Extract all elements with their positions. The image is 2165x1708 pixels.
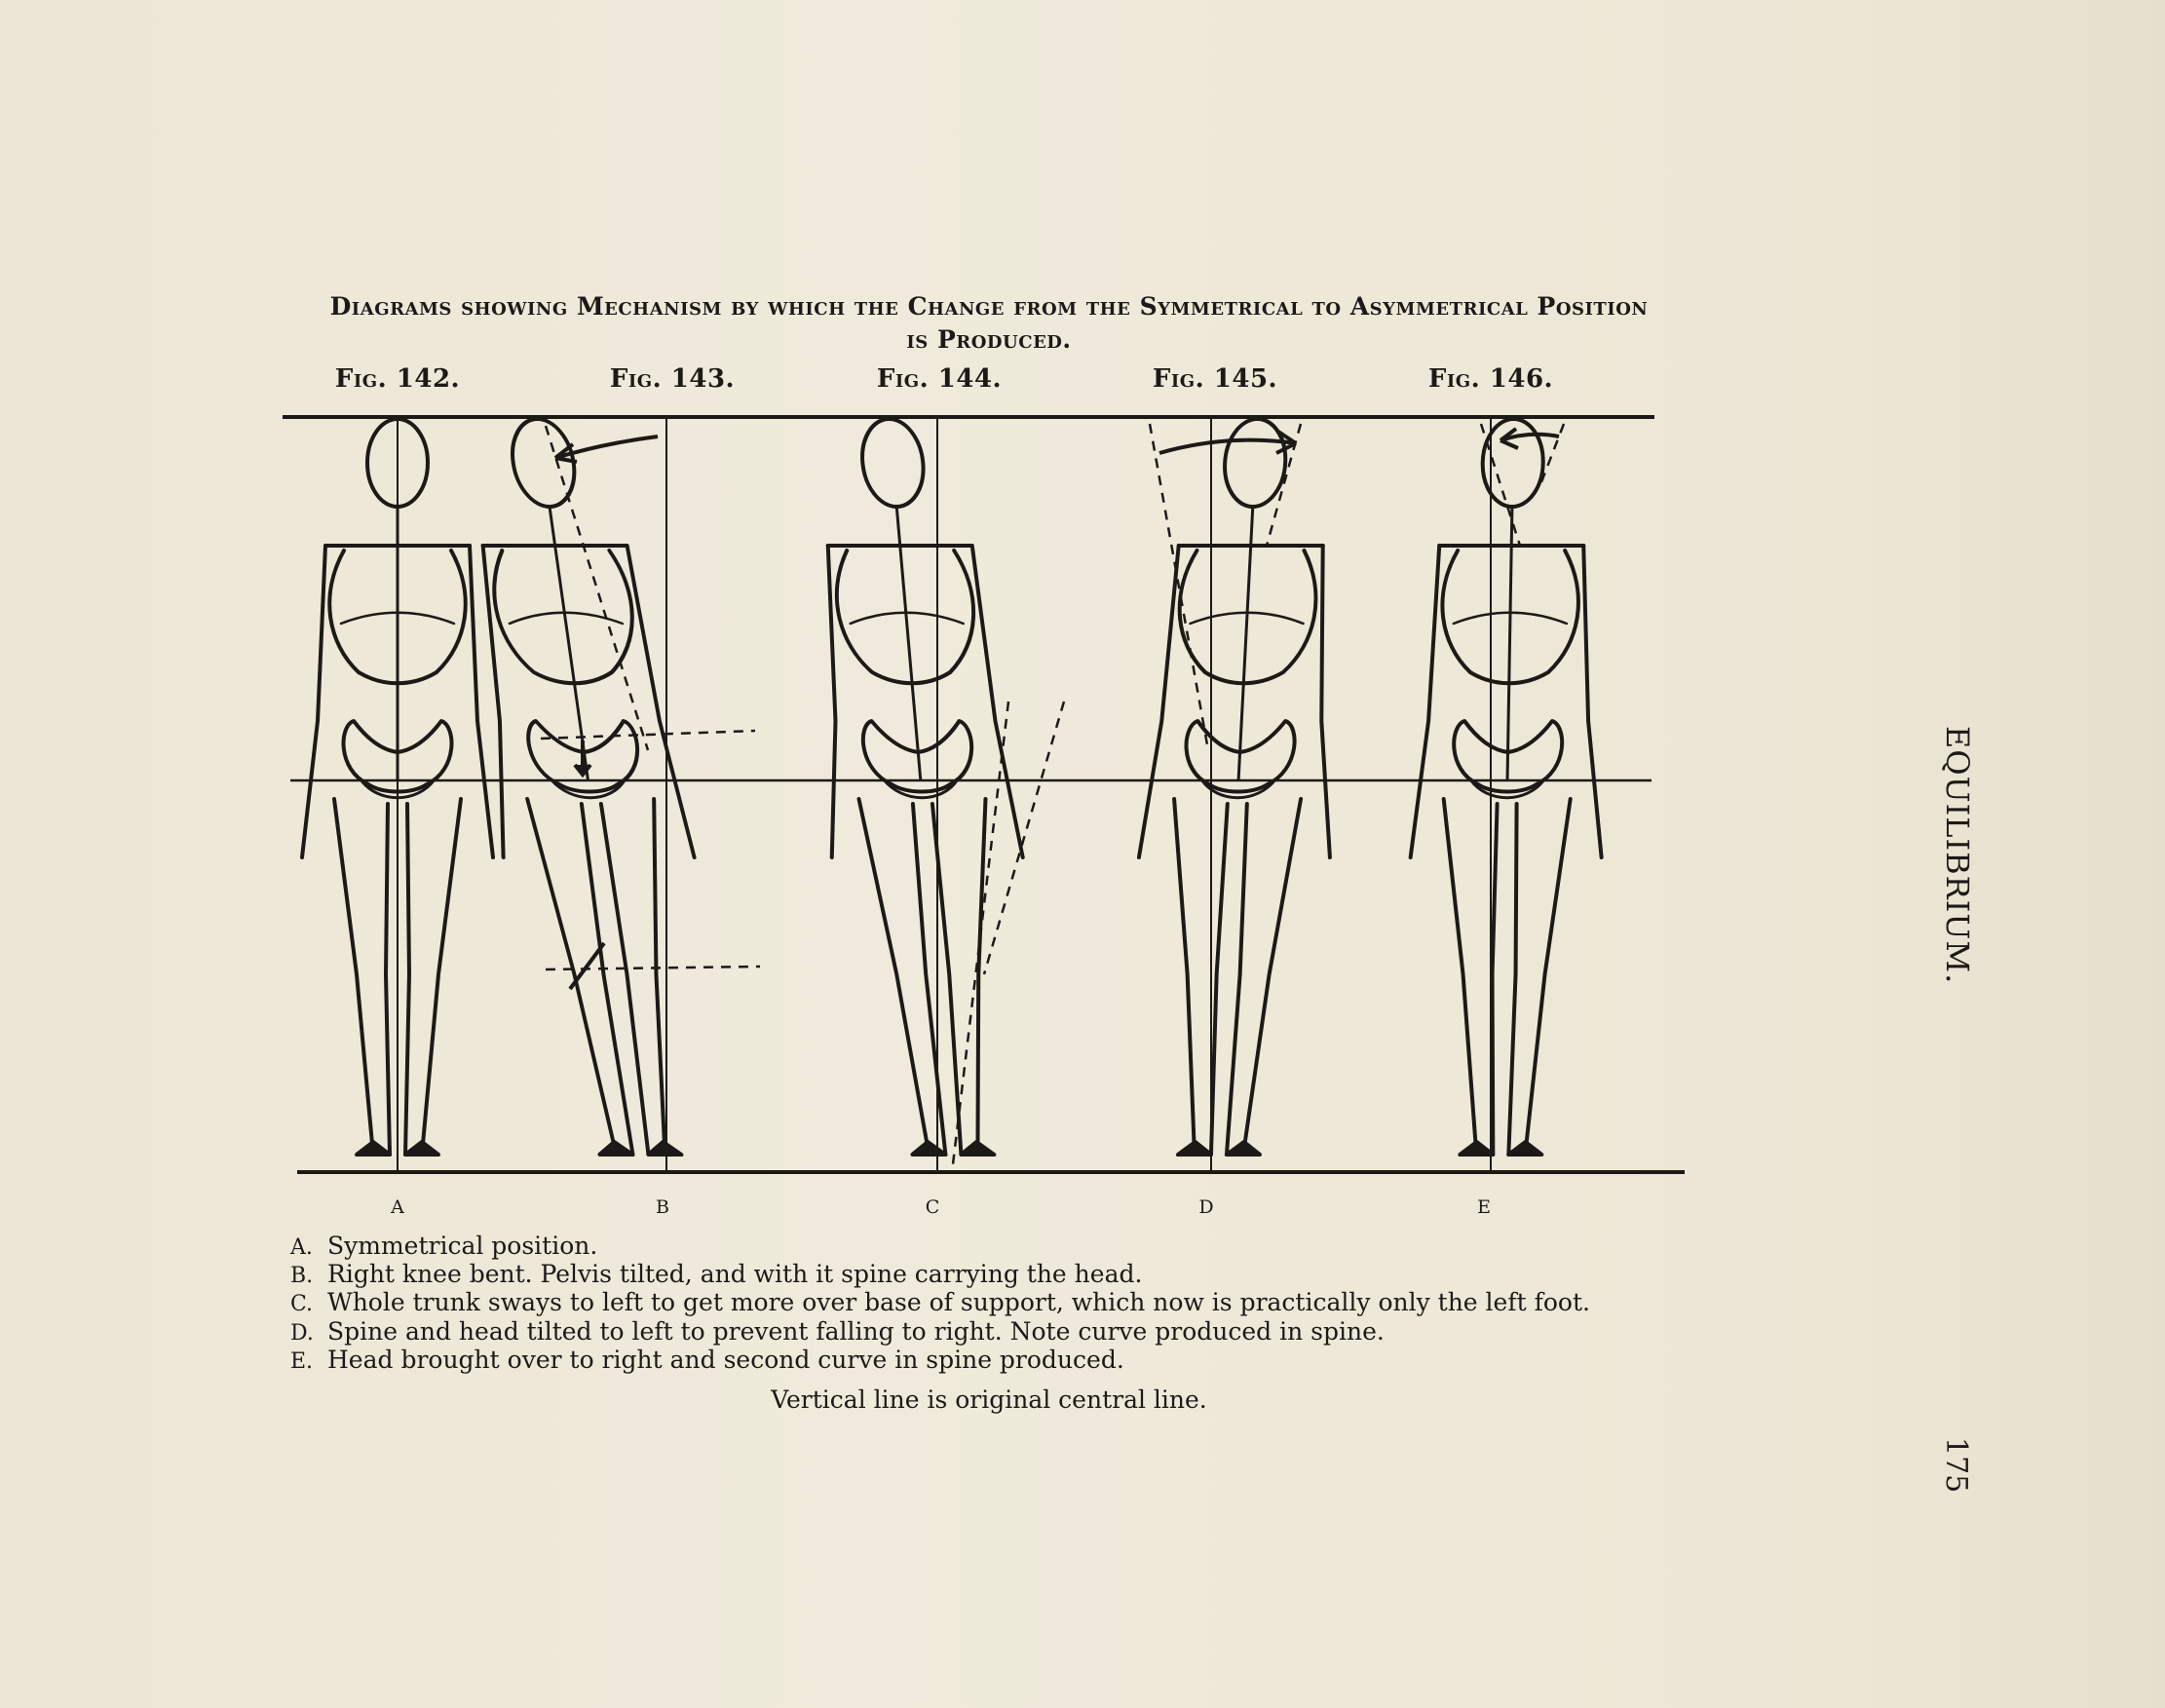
skeleton-figure-d	[1123, 419, 1353, 1155]
caption-key: D.	[290, 1321, 314, 1346]
fig-label-146: Fig. 146.	[1427, 364, 1554, 394]
running-head: EQUILIBRIUM.	[1939, 726, 1976, 985]
figure-title: Diagrams showing Mechanism by which the …	[329, 292, 1649, 321]
caption-key: E.	[290, 1349, 314, 1374]
pelvis-tilt-line-b	[540, 729, 756, 740]
knee-line-b	[545, 965, 761, 971]
figure-letter-a: A	[391, 1196, 404, 1218]
fig-label-144: Fig. 144.	[876, 364, 1003, 394]
fig-label-145: Fig. 145.	[1152, 364, 1278, 394]
caption-text: Whole trunk sways to left to get more ov…	[327, 1288, 1590, 1316]
figure-letter-d: D	[1198, 1196, 1214, 1218]
fig-label-142: Fig. 142.	[334, 364, 461, 394]
central-line-note: Vertical line is original central line.	[771, 1385, 1207, 1414]
fig-label-143: Fig. 143.	[609, 364, 736, 394]
arrow-knee-b	[568, 941, 606, 991]
tilt-line-b	[544, 425, 650, 751]
tilt-line-e2	[1538, 423, 1566, 488]
arrow-d	[1158, 437, 1297, 455]
skeleton-figure-e	[1405, 419, 1609, 1155]
tilt-line-d	[1148, 423, 1210, 751]
tilt-line-e	[1479, 423, 1522, 547]
caption-d: D. Spine and head tilted to left to preve…	[290, 1317, 1385, 1346]
caption-text: Right knee bent. Pelvis tilted, and with…	[327, 1260, 1143, 1288]
caption-text: Head brought over to right and second cu…	[327, 1346, 1124, 1374]
caption-c: C. Whole trunk sways to left to get more …	[290, 1288, 1590, 1316]
caption-e: E. Head brought over to right and second …	[290, 1346, 1124, 1374]
caption-text: Spine and head tilted to left to prevent…	[327, 1317, 1385, 1346]
figure-letter-c: C	[925, 1196, 940, 1218]
skeleton-figure-c	[793, 419, 1048, 1155]
caption-key: A.	[290, 1235, 313, 1260]
figure-letter-e: E	[1477, 1196, 1491, 1218]
caption-key: B.	[290, 1264, 314, 1288]
arrow-b	[554, 435, 659, 460]
caption-b: B. Right knee bent. Pelvis tilted, and wi…	[290, 1260, 1142, 1288]
page-number: 175	[1939, 1437, 1973, 1494]
sway-line-c	[951, 701, 1010, 1165]
caption-a: A. Symmetrical position.	[290, 1232, 597, 1260]
figure-letter-b: B	[656, 1196, 669, 1218]
caption-text: Symmetrical position.	[327, 1232, 598, 1260]
sway-line-c2	[982, 701, 1066, 975]
figure-title-continued: is Produced.	[906, 325, 1072, 354]
caption-key: C.	[290, 1292, 314, 1316]
